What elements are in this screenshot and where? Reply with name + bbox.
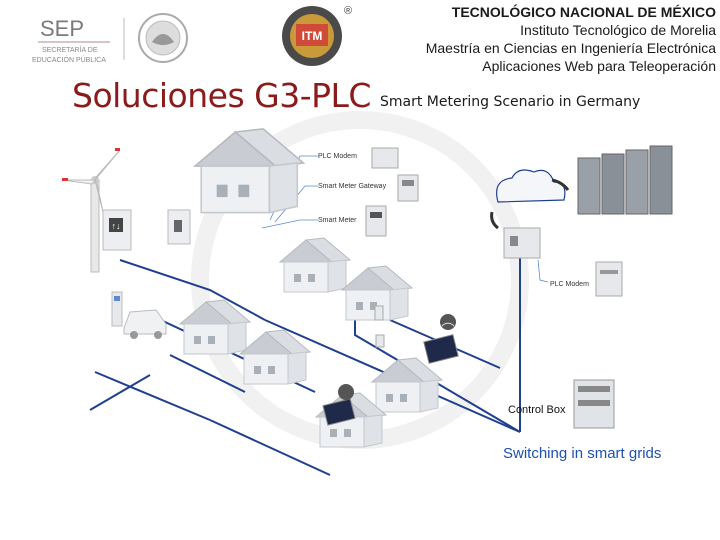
smart-meter-icon bbox=[365, 205, 387, 237]
itm-logo-text: ITM bbox=[302, 29, 323, 43]
substation-icon: ↑↓ bbox=[102, 209, 132, 251]
house-icon bbox=[279, 237, 351, 293]
header-line-1: TECNOLÓGICO NACIONAL DE MÉXICO bbox=[451, 4, 716, 20]
plc-modem-right-label: PLC Modem bbox=[550, 281, 589, 288]
server-racks-icon bbox=[577, 145, 673, 215]
header-line-3: Maestría en Ciencias en Ingeniería Elect… bbox=[425, 40, 716, 56]
wind-turbine-icon bbox=[61, 148, 121, 273]
sep-logo-line2: EDUCACIÓN PÚBLICA bbox=[32, 55, 106, 64]
diagram-caption: Switching in smart grids bbox=[503, 445, 662, 462]
line-low-b bbox=[94, 371, 211, 421]
slide-title: Soluciones G3-PLC bbox=[72, 76, 371, 115]
solar-panel-icon bbox=[322, 384, 356, 426]
ev-charger-icon bbox=[111, 291, 123, 327]
logo-strip: SEP SECRETARÍA DE EDUCACIÓN PÚBLICA ITM … bbox=[32, 5, 352, 66]
plc-modem-right-icon bbox=[595, 261, 623, 297]
svg-text:↑↓: ↑↓ bbox=[112, 221, 121, 231]
plc-modem-top-label: PLC Modem bbox=[318, 153, 357, 160]
house-icon bbox=[179, 299, 251, 355]
sync-arrow-icon bbox=[490, 211, 499, 230]
solar-panel-icon bbox=[423, 314, 459, 364]
control-box-icon bbox=[573, 379, 615, 429]
smart-metering-diagram: ↑↓ bbox=[61, 111, 673, 476]
institution-header: TECNOLÓGICO NACIONAL DE MÉXICO Instituto… bbox=[426, 3, 716, 75]
plc-modem-top-icon bbox=[371, 147, 399, 169]
meter-box-icon bbox=[167, 209, 191, 245]
junction-box-icon bbox=[375, 334, 385, 348]
house-icon bbox=[371, 357, 443, 413]
utility-cabinet-icon bbox=[503, 227, 541, 259]
sep-logo-line1: SECRETARÍA DE bbox=[42, 45, 98, 54]
sep-logo-name: SEP bbox=[40, 16, 84, 41]
line-bottom bbox=[209, 419, 331, 476]
line-turbine-to-house bbox=[119, 259, 266, 321]
smart-meter-gateway-label: Smart Meter Gateway bbox=[318, 183, 387, 190]
house-icon bbox=[239, 329, 311, 385]
sep-logo: SEP SECRETARÍA DE EDUCACIÓN PÚBLICA bbox=[32, 16, 110, 64]
control-box-label: Control Box bbox=[508, 404, 566, 416]
slide-subtitle: Smart Metering Scenario in Germany bbox=[380, 94, 641, 110]
cloud-icon bbox=[496, 169, 566, 203]
sync-arrow-icon bbox=[551, 178, 570, 191]
junction-box-icon bbox=[374, 305, 384, 321]
smart-meter-gateway-icon bbox=[397, 174, 419, 202]
line-ev bbox=[89, 374, 151, 411]
registered-mark: ® bbox=[344, 5, 352, 17]
mexico-seal-icon bbox=[138, 13, 188, 63]
itm-logo-icon: ITM bbox=[282, 6, 342, 66]
header-line-4: Aplicaciones Web para Teleoperación bbox=[482, 58, 716, 74]
leader-lines bbox=[261, 155, 549, 283]
line-low-a bbox=[169, 354, 246, 393]
header-line-2: Instituto Tecnológico de Morelia bbox=[520, 22, 716, 38]
electric-car-icon bbox=[123, 309, 167, 339]
smart-meter-label: Smart Meter bbox=[318, 217, 357, 224]
